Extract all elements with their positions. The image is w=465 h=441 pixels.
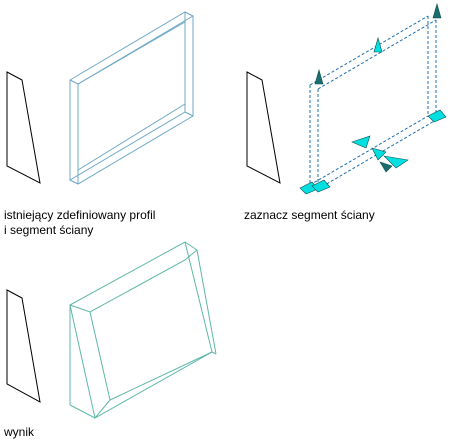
- profile-shape: [6, 289, 41, 403]
- grip-arrow-icon: [383, 155, 409, 169]
- caption-select: zaznacz segment ściany: [244, 208, 375, 222]
- grip-arrow-icon: [371, 147, 387, 161]
- caption-result: wynik: [4, 425, 35, 439]
- grip-arrows: [299, 2, 447, 195]
- grip-corner-icon: [427, 109, 447, 123]
- panel-select: [246, 2, 447, 195]
- selected-wall-segment: [309, 15, 437, 190]
- grip-corner-icon: [311, 179, 331, 193]
- grip-up-icon: [432, 2, 442, 19]
- profile-shape: [6, 71, 41, 184]
- result-wall: [69, 241, 217, 419]
- grip-arrow-icon: [351, 135, 371, 149]
- panel-result: [6, 241, 217, 419]
- grip-up-icon: [314, 68, 324, 85]
- panel-existing: [6, 11, 194, 185]
- grip-up-icon: [373, 36, 383, 53]
- caption-existing-line1: istniejący zdefiniowany profil: [4, 208, 156, 222]
- caption-existing-line2: i segment ściany: [4, 223, 94, 237]
- grip-arrow-icon: [379, 161, 393, 173]
- wall-segment: [69, 11, 194, 185]
- profile-shape: [246, 71, 281, 184]
